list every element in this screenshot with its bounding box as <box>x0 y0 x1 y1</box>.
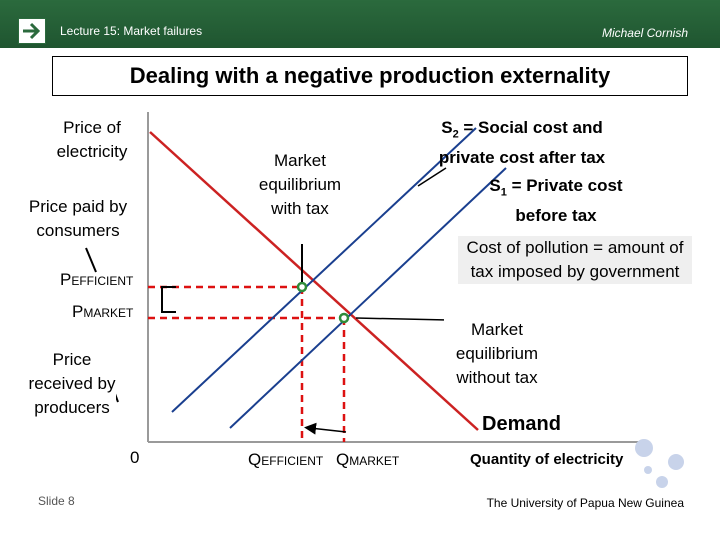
slide-title: Dealing with a negative production exter… <box>52 56 688 96</box>
equilibrium-with-tax-point <box>296 281 308 293</box>
origin-label: 0 <box>130 448 140 467</box>
tax-wedge-bracket <box>161 286 176 313</box>
eq-no-tax-pointer <box>355 317 449 321</box>
lecture-title: Lecture 15: Market failures <box>60 24 203 38</box>
demand-curve <box>149 131 479 431</box>
y-axis-label: Price of electricity <box>56 118 128 161</box>
equilibrium-without-tax-point <box>338 312 350 324</box>
quantity-reduction-arrow <box>304 422 347 435</box>
slide-number: Slide 8 <box>38 494 75 508</box>
pollution-cost-label: Cost of pollution = amount of tax impose… <box>458 236 692 284</box>
price-received-label: Price received by producers <box>28 348 116 420</box>
next-arrow-button[interactable] <box>18 18 46 44</box>
x-axis-label: Quantity of electricity <box>470 451 624 468</box>
market-eq-no-tax-label: Market equilibrium without tax <box>444 318 550 390</box>
university-name: The University of Papua New Guinea <box>486 496 684 510</box>
demand-label: Demand <box>482 413 561 435</box>
s2-social-cost-curve <box>171 127 477 413</box>
arrow-right-icon <box>23 22 41 40</box>
market-eq-with-tax-label: Market equilibrium with tax <box>252 149 348 221</box>
price-paid-pointer <box>85 247 97 273</box>
p-efficient-label: PEFFICIENT <box>60 270 134 289</box>
author-name: Michael Cornish <box>601 26 688 40</box>
header-bar <box>0 0 720 48</box>
p-market-label: PMARKET <box>72 302 134 321</box>
q-market-label: QMARKET <box>336 450 400 469</box>
s1-private-cost-curve <box>229 167 507 429</box>
q-efficient-label: QEFFICIENT <box>248 450 324 469</box>
price-paid-label: Price paid by consumers <box>28 197 128 240</box>
s2-pointer <box>417 167 447 187</box>
s1-label: S1 = Private cost before tax <box>489 176 623 226</box>
s2-label: S2 = Social cost and private cost after … <box>438 118 606 168</box>
